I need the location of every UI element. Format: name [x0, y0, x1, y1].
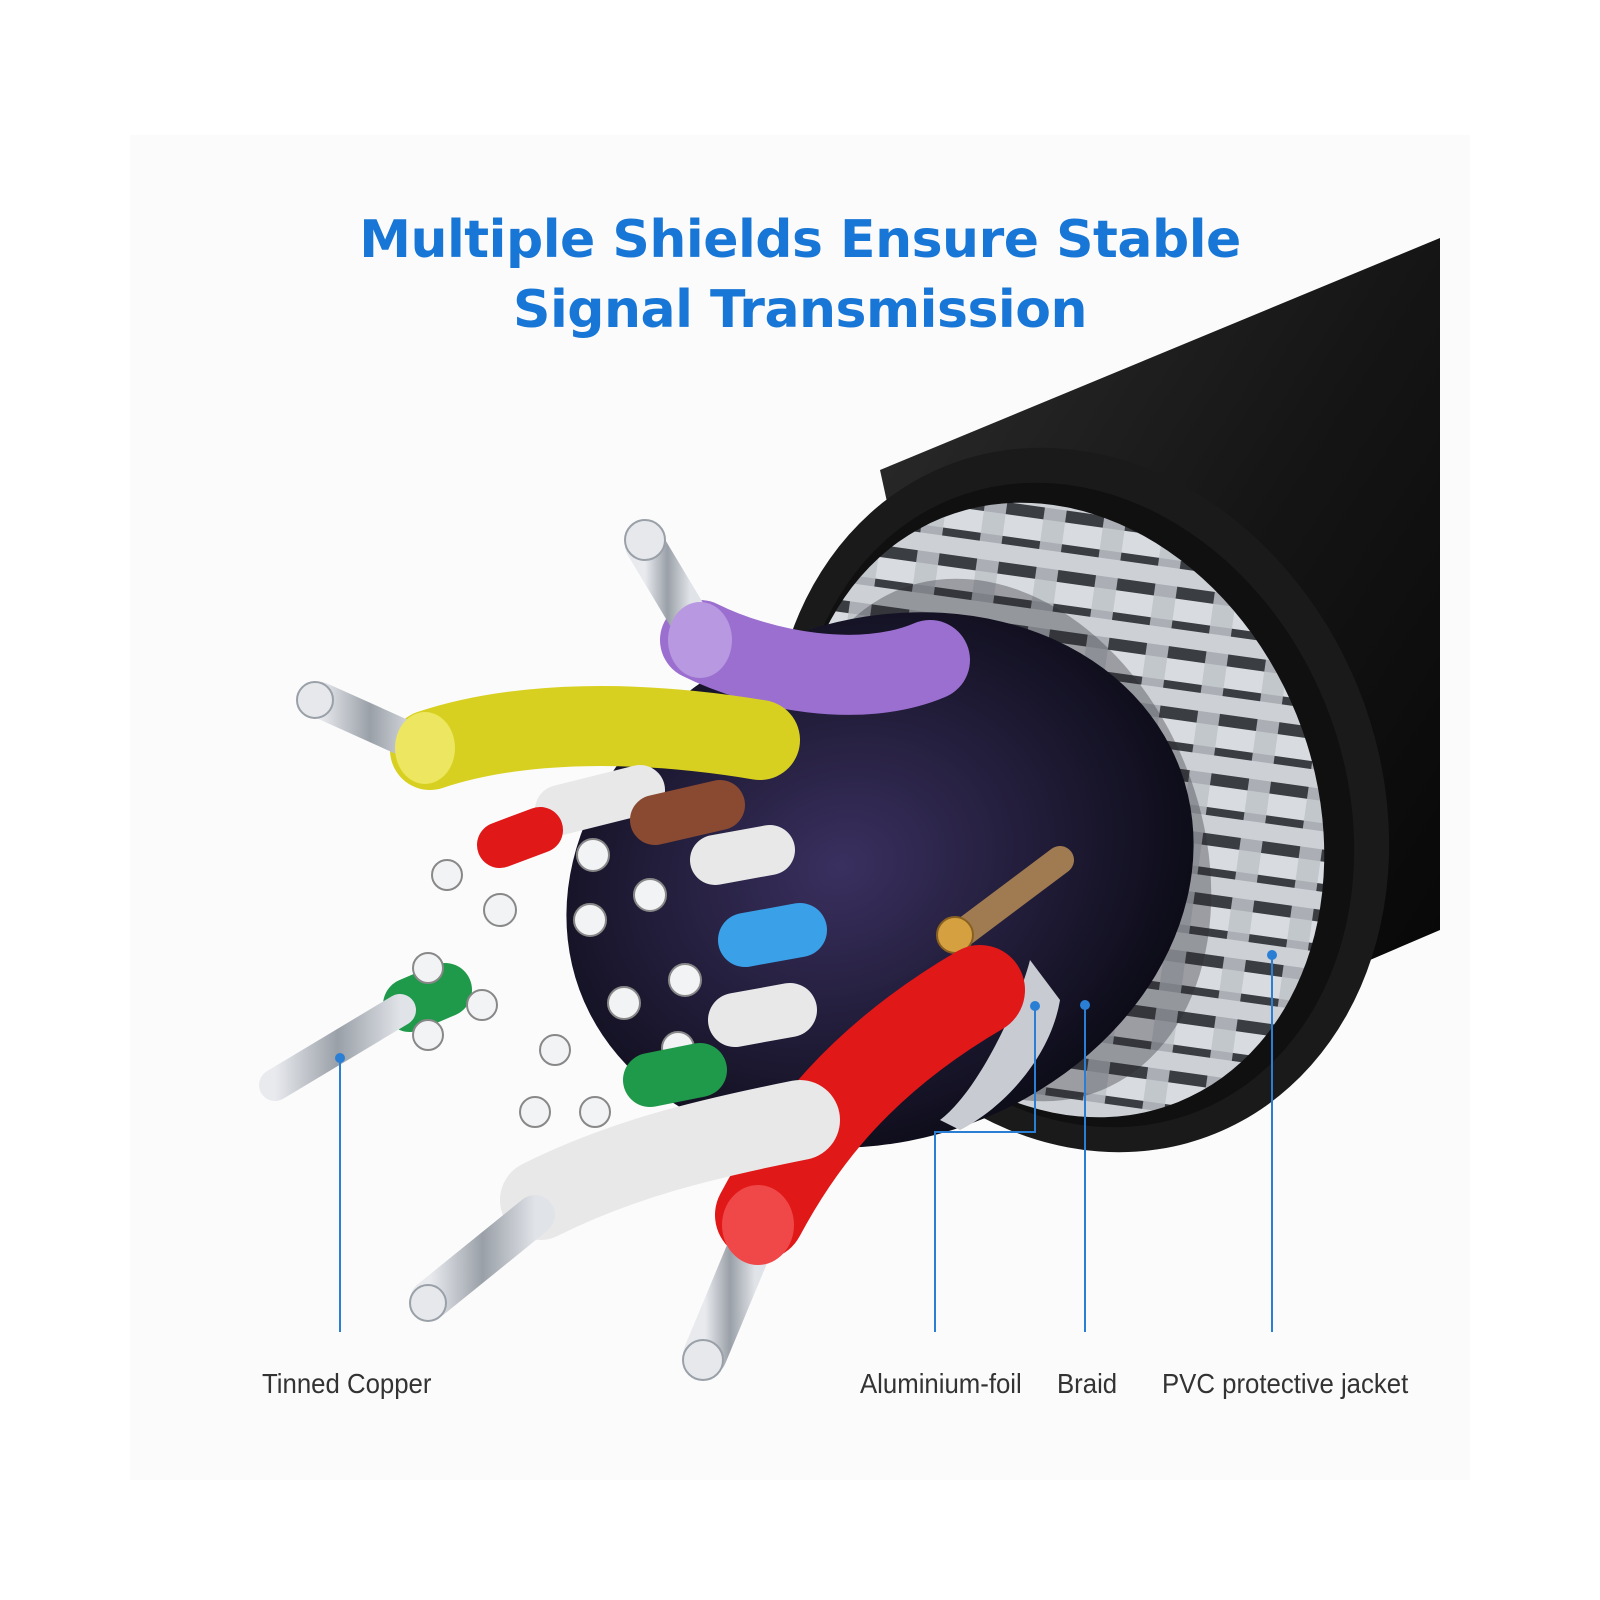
- conductor-blue: [668, 903, 827, 997]
- conductor-grey-1: [483, 893, 607, 937]
- wire-purple: [624, 519, 970, 715]
- conductor-white-2: [633, 825, 795, 912]
- leader-pvc-jacket: [1267, 950, 1277, 1332]
- leader-braid: [1080, 1000, 1090, 1332]
- wire-white-large: [409, 1080, 840, 1322]
- wire-yellow: [296, 681, 800, 790]
- small-conductors: [259, 765, 827, 1128]
- conductor-green-1: [259, 952, 498, 1101]
- label-tinned-copper: Tinned Copper: [262, 1368, 432, 1399]
- label-pvc-jacket: PVC protective jacket: [1162, 1368, 1409, 1399]
- wire-red-large: [682, 945, 1025, 1381]
- leader-tinned-copper: [335, 1053, 345, 1332]
- conductor-red-small: [431, 807, 563, 891]
- page-title: Multiple Shields Ensure Stable Signal Tr…: [0, 205, 1600, 345]
- label-braid: Braid: [1057, 1368, 1118, 1399]
- leader-aluminium-foil: [934, 1001, 1040, 1332]
- conductor-green-2: [519, 1034, 727, 1128]
- label-aluminium-foil: Aluminium-foil: [860, 1368, 1022, 1399]
- title-line-2: Signal Transmission: [513, 280, 1087, 340]
- title-line-1: Multiple Shields Ensure Stable: [359, 210, 1241, 270]
- conductor-brown: [576, 780, 745, 872]
- drain-wire: [936, 846, 1074, 954]
- leader-lines: [335, 950, 1277, 1332]
